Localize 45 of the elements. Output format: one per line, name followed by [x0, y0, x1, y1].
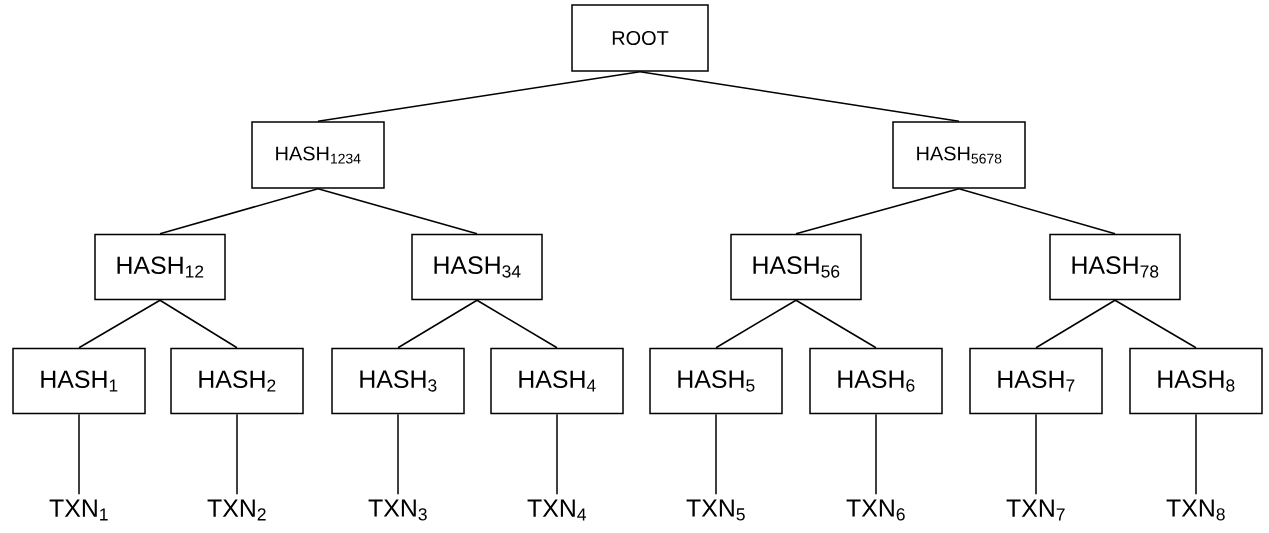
hash-box: HASH$_{5678}$ — [892, 121, 1026, 189]
hash-box: HASH$_{2}$ — [170, 347, 304, 415]
root-box: ROOT — [571, 4, 709, 72]
connector-line — [715, 413, 717, 495]
connector-line — [317, 188, 478, 235]
transaction-label: TXN$_{7}$ — [1006, 499, 1065, 521]
transaction-label: TXN$_{1}$ — [49, 499, 108, 521]
transaction-label: TXN$_{5}$ — [686, 499, 745, 521]
connector-line — [1114, 299, 1197, 349]
hash-box: HASH$_{1}$ — [12, 347, 146, 415]
hash-box: HASH$_{5}$ — [649, 347, 783, 415]
connector-line — [397, 413, 399, 495]
hash-box: HASH$_{4}$ — [490, 347, 624, 415]
connector-line — [159, 188, 319, 235]
hash-box: HASH$_{34}$ — [411, 233, 543, 301]
connector-line — [476, 299, 558, 349]
connector-line — [1035, 413, 1037, 495]
transaction-label: TXN$_{6}$ — [846, 499, 905, 521]
connector-line — [397, 299, 478, 349]
connector-line — [795, 188, 960, 235]
connector-line — [317, 71, 641, 122]
hash-box: HASH$_{78}$ — [1049, 233, 1181, 301]
connector-line — [875, 413, 877, 495]
transaction-label: TXN$_{2}$ — [207, 499, 266, 521]
connector-line — [236, 413, 238, 495]
hash-box: HASH$_{1234}$ — [251, 121, 385, 189]
hash-box: HASH$_{7}$ — [969, 347, 1103, 415]
connector-line — [795, 299, 877, 349]
hash-box: HASH$_{6}$ — [809, 347, 943, 415]
transaction-label: TXN$_{4}$ — [527, 499, 586, 521]
connector-line — [1035, 299, 1116, 349]
connector-line — [715, 299, 797, 349]
hash-box: HASH$_{3}$ — [331, 347, 465, 415]
connector-line — [556, 413, 558, 495]
transaction-label: TXN$_{8}$ — [1166, 499, 1225, 521]
hash-box: HASH$_{8}$ — [1129, 347, 1263, 415]
connector-line — [78, 413, 80, 495]
hash-box: HASH$_{12}$ — [94, 233, 226, 301]
connector-line — [159, 299, 238, 349]
connector-line — [639, 71, 960, 122]
transaction-label: TXN$_{3}$ — [368, 499, 427, 521]
connector-line — [1195, 413, 1197, 495]
hash-box: HASH$_{56}$ — [730, 233, 862, 301]
connector-line — [958, 188, 1116, 235]
connector-line — [78, 299, 161, 349]
